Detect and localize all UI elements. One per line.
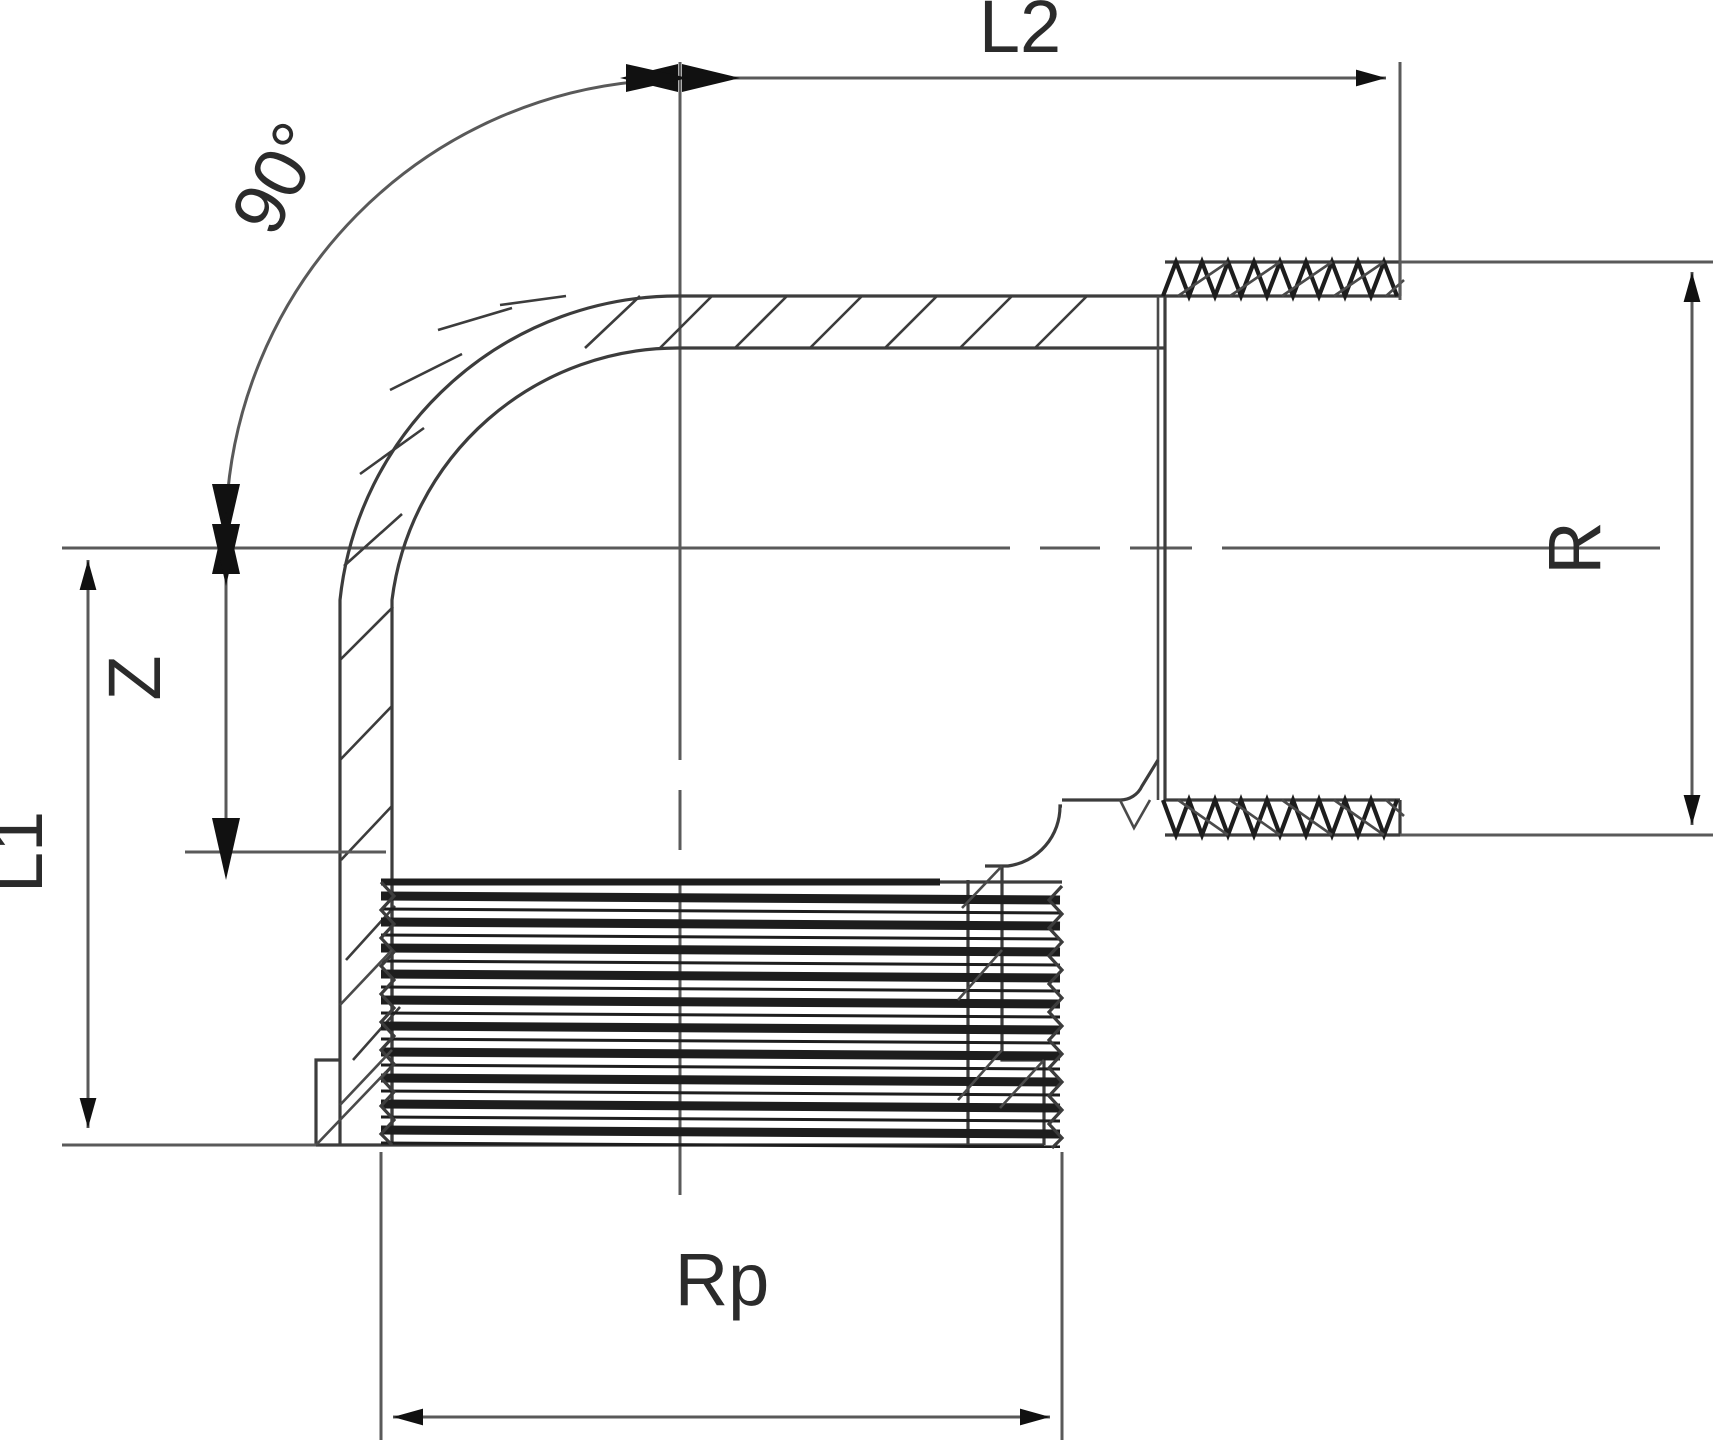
extension-lines [62, 62, 1713, 1440]
female-socket-flanks-right [957, 865, 1045, 1109]
female-thread-crest-left [378, 880, 397, 1147]
dimension-l1: L1 [0, 560, 97, 1128]
dimension-z: Z [93, 512, 240, 880]
dimension-z-arrow-lower [212, 818, 240, 880]
dimension-angle-arc [224, 78, 661, 521]
elbow-outer-wall [338, 294, 1062, 1145]
dimension-l2-label: L2 [979, 0, 1061, 68]
dimension-rp: Rp [393, 1238, 1050, 1426]
dimension-rp-label: Rp [675, 1238, 770, 1321]
dimension-angle-arrow-upper [626, 64, 688, 92]
elbow-lower-fillet [985, 804, 1062, 868]
dimension-z-arrow-upper-inner [212, 524, 240, 586]
dimension-l2-arrow-left-inner [682, 64, 740, 92]
female-socket-outer-left [314, 1058, 340, 1145]
female-socket-flanks-left [315, 949, 393, 1146]
elbow-inner-bore [390, 346, 1062, 1145]
female-thread-lines [381, 891, 1061, 1148]
male-thread-flanks-bottom [1177, 798, 1405, 837]
dimension-r-label: R [1533, 521, 1616, 574]
dimension-r: R [1533, 272, 1701, 825]
socket-junction-notch [1118, 799, 1152, 831]
dimension-l1-label: L1 [0, 811, 58, 893]
female-thread-crest-right [1046, 884, 1065, 1150]
fitting-body [314, 256, 1405, 1150]
dimension-z-label: Z [93, 655, 176, 700]
